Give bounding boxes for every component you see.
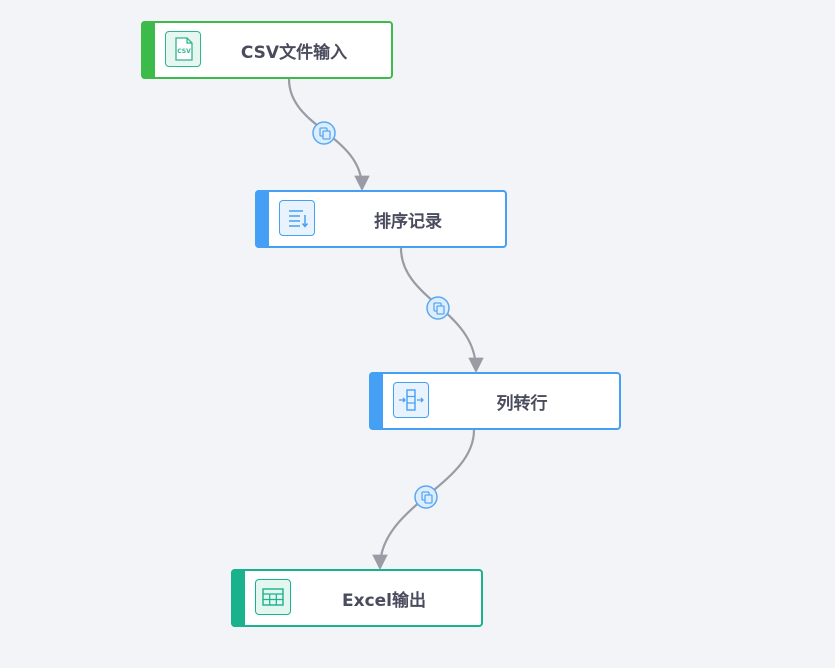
node-columns-to-rows[interactable]: 列转行 bbox=[369, 372, 621, 430]
node-accent-bar bbox=[231, 569, 245, 627]
node-sort-records[interactable]: 排序记录 bbox=[255, 190, 507, 248]
sort-list-icon bbox=[279, 200, 315, 236]
node-accent-bar bbox=[369, 372, 383, 430]
node-label: 排序记录 bbox=[374, 211, 442, 232]
node-csv-input[interactable]: CSV CSV文件输入 bbox=[141, 21, 393, 79]
edge-1-copy-icon[interactable] bbox=[312, 121, 336, 145]
node-label: CSV文件输入 bbox=[240, 42, 348, 63]
node-label: 列转行 bbox=[496, 393, 548, 414]
csv-icon-text: CSV bbox=[177, 48, 191, 55]
node-accent-bar bbox=[255, 190, 269, 248]
column-to-row-icon bbox=[393, 382, 429, 418]
table-grid-icon bbox=[255, 579, 291, 615]
edge-3-copy-icon[interactable] bbox=[414, 485, 438, 509]
node-excel-output[interactable]: Excel输出 bbox=[231, 569, 483, 627]
csv-file-icon: CSV bbox=[165, 31, 201, 67]
edge-2-copy-icon[interactable] bbox=[426, 296, 450, 320]
node-accent-bar bbox=[141, 21, 155, 79]
node-label: Excel输出 bbox=[341, 590, 426, 611]
